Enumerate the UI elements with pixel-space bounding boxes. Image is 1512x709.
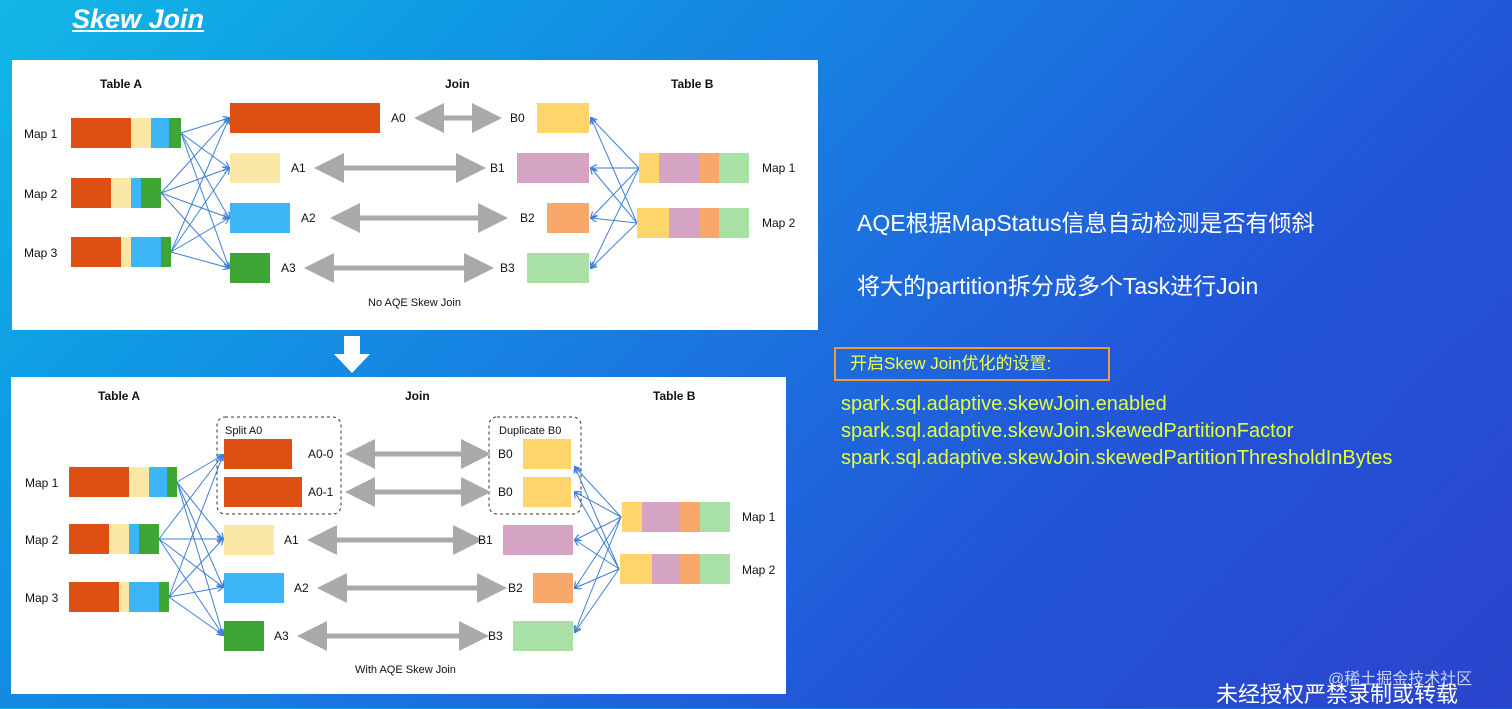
table-a-header: Table A [98,389,140,403]
partition-a0-1 [224,477,302,507]
shuffle-lines-left [158,455,223,635]
down-arrow-icon [332,336,372,379]
config-skewed-partition-threshold: spark.sql.adaptive.skewJoin.skewedPartit… [841,447,1393,469]
shuffle-lines-left [160,118,229,268]
map-label: Map 1 [25,476,59,490]
table-b-header: Table B [653,389,696,403]
partition-a0-label: A0 [391,111,406,125]
no-aqe-diagram: Table A Join Table B Map 1 Map 2 Map 3 [12,60,818,330]
right-map-2: Map 2 [620,554,776,584]
config-enabled: spark.sql.adaptive.skewJoin.enabled [841,393,1167,415]
right-map-1: Map 1 [639,153,796,183]
left-map-3: Map 3 [24,237,171,267]
join-header: Join [405,389,430,403]
right-map-2: Map 2 [637,208,796,238]
partition-b0-dup-label: B0 [498,485,513,499]
partition-a0-0-label: A0-0 [308,447,334,461]
partition-b1 [517,153,589,183]
bullet-skew-detection: AQE根据MapStatus信息自动检测是否有倾斜 [857,210,1315,236]
partition-a2 [224,573,284,603]
partition-a2-label: A2 [294,581,309,595]
partition-a0-0 [224,439,292,469]
join-header: Join [445,77,470,91]
left-map-1: Map 1 [25,467,177,497]
partition-a0-1-label: A0-1 [308,485,334,499]
split-a0-group [216,416,342,515]
partition-a2-label: A2 [301,211,316,225]
partition-b3 [527,253,589,283]
with-aqe-diagram: Table A Join Table B Split A0 Duplicate … [11,377,786,694]
duplicate-b0-label: Duplicate B0 [499,425,561,437]
partition-a1-label: A1 [291,161,306,175]
partition-b3-label: B3 [488,629,503,643]
partition-b3 [513,621,573,651]
slide-title: Skew Join [72,4,205,34]
map-label: Map 3 [24,246,58,260]
join-arrows [297,439,507,651]
shuffle-lines-right [591,118,640,268]
config-list: spark.sql.adaptive.skewJoin.enabled spar… [841,391,1392,472]
partition-b0-dup [523,477,571,507]
partition-a2 [230,203,290,233]
left-map-1: Map 1 [24,118,181,148]
map-label: Map 2 [24,187,58,201]
partition-b2-label: B2 [520,211,535,225]
map-label: Map 1 [742,510,776,524]
map-label: Map 1 [24,127,58,141]
partition-b1-label: B1 [490,161,505,175]
config-skewed-partition-factor: spark.sql.adaptive.skewJoin.skewedPartit… [841,420,1294,442]
partition-a3 [224,621,264,651]
shuffle-lines-right [575,467,622,632]
left-map-2: Map 2 [24,178,161,208]
map-label: Map 2 [742,563,776,577]
partition-a1 [230,153,280,183]
partition-a0 [230,103,380,133]
partition-a3-label: A3 [274,629,289,643]
partition-b0-label: B0 [510,111,525,125]
map-label: Map 2 [25,533,59,547]
top-caption: No AQE Skew Join [368,297,461,309]
right-map-1: Map 1 [622,502,776,532]
table-b-header: Table B [671,77,714,91]
left-map-3: Map 3 [25,582,169,612]
bottom-caption: With AQE Skew Join [355,664,456,676]
partition-a1-label: A1 [284,533,299,547]
settings-title-box: 开启Skew Join优化的设置: [834,347,1110,381]
partition-b0 [537,103,589,133]
split-a0-label: Split A0 [225,425,262,437]
partition-a3 [230,253,270,283]
partition-b2 [533,573,573,603]
map-label: Map 3 [25,591,59,605]
partition-b0 [523,439,571,469]
partition-b1 [503,525,573,555]
table-a-header: Table A [100,77,142,91]
partition-b0-label: B0 [498,447,513,461]
map-label: Map 2 [762,216,796,230]
left-map-2: Map 2 [25,524,159,554]
join-arrows [304,103,508,283]
bullet-partition-split: 将大的partition拆分成多个Task进行Join [857,273,1259,299]
partition-b2-label: B2 [508,581,523,595]
watermark: @稀土掘金技术社区 [1328,671,1473,688]
copyright-notice: 未经授权严禁录制或转载 [1216,682,1459,707]
map-label: Map 1 [762,161,796,175]
partition-a3-label: A3 [281,261,296,275]
partition-b3-label: B3 [500,261,515,275]
partition-a1 [224,525,274,555]
partition-b1-label: B1 [478,533,493,547]
partition-b2 [547,203,589,233]
